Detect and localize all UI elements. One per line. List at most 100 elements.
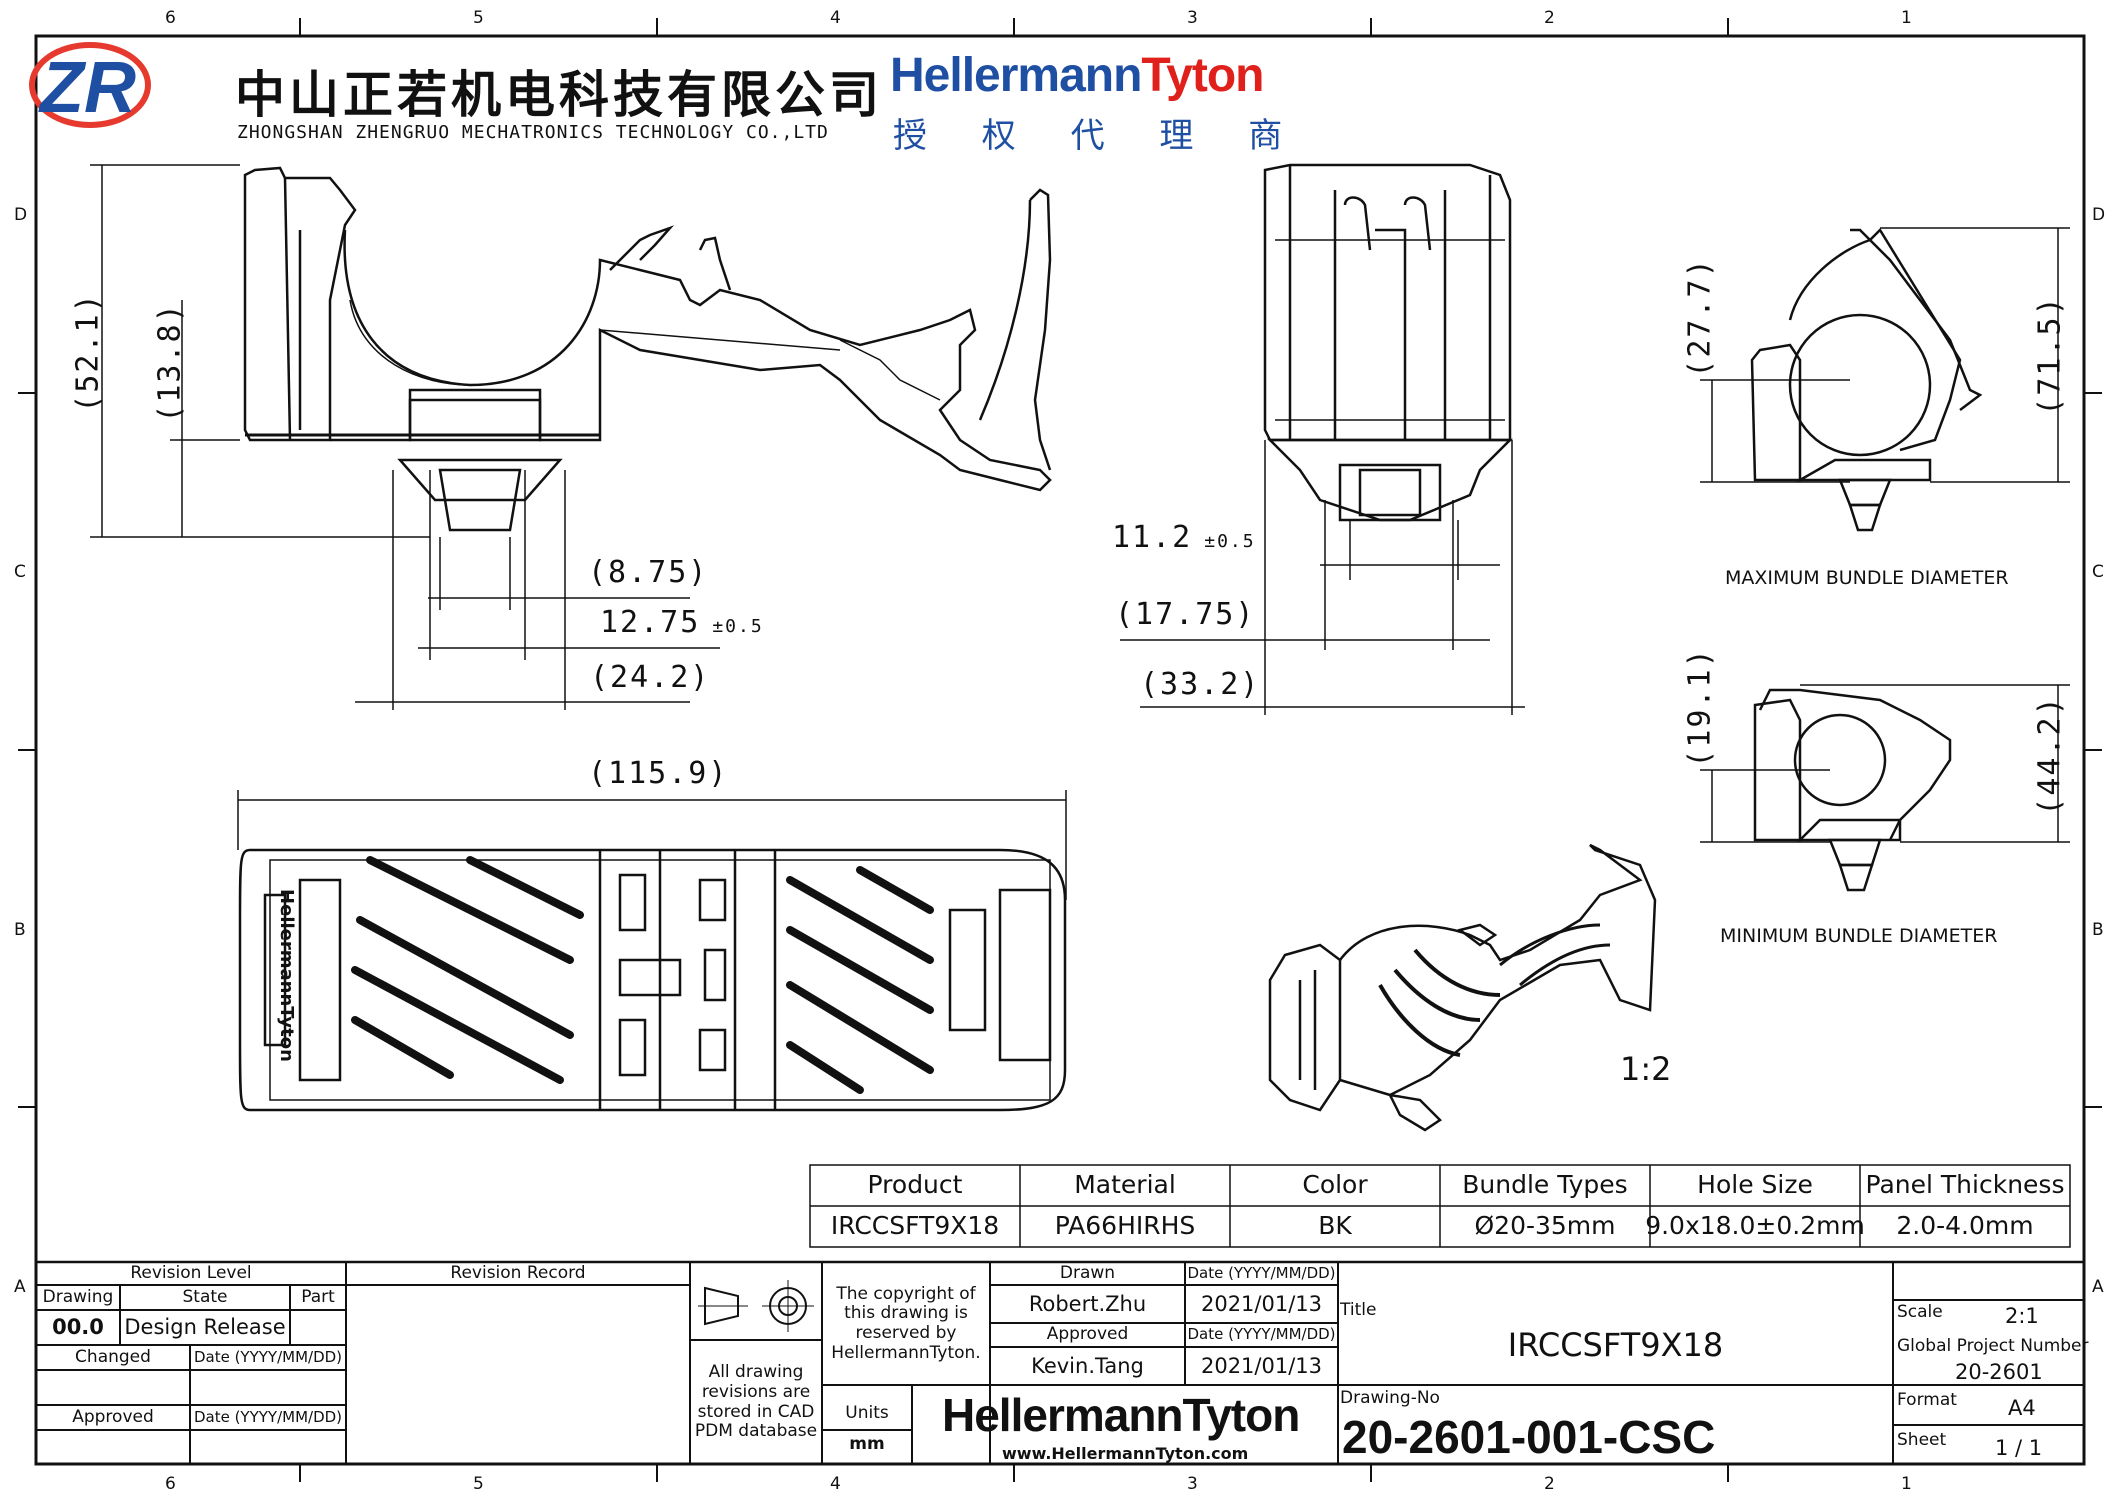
state-value: Design Release bbox=[124, 1315, 286, 1340]
side-view-dimensions bbox=[1120, 440, 1525, 715]
drawn-date-label: Date (YYYY/MM/DD) bbox=[1187, 1263, 1336, 1282]
dim-19-1: (19.1) bbox=[1682, 647, 1718, 768]
gpn-value: 20-2601 bbox=[1955, 1360, 2043, 1384]
spec-header-bundle-types: Bundle Types bbox=[1462, 1170, 1628, 1200]
spec-value-material: PA66HIRHS bbox=[1054, 1211, 1196, 1241]
drawing-revision-value: 00.0 bbox=[52, 1315, 104, 1340]
dim-12-75-tol: ±0.5 bbox=[712, 616, 764, 637]
dim-115-9: (115.9) bbox=[588, 756, 729, 791]
zone-col-3-bottom: 3 bbox=[1187, 1474, 1198, 1494]
format-value: A4 bbox=[2008, 1396, 2036, 1420]
max-bundle-view bbox=[1750, 227, 1983, 532]
zone-col-1-top: 1 bbox=[1901, 8, 1912, 28]
dim-12-75-value: 12.75 bbox=[600, 605, 701, 640]
dim-8-75: (8.75) bbox=[588, 555, 709, 590]
drawing-border bbox=[34, 34, 2086, 1466]
isometric-scale-label: 1:2 bbox=[1620, 1050, 1672, 1088]
approved-by: Kevin.Tang bbox=[1031, 1353, 1144, 1378]
approved-date-label: Date (YYYY/MM/DD) bbox=[1187, 1325, 1336, 1344]
spec-value-color: BK bbox=[1318, 1211, 1352, 1241]
units-label: Units bbox=[845, 1403, 889, 1424]
spec-header-panel-thickness: Panel Thickness bbox=[1865, 1170, 2065, 1200]
drawn-by: Robert.Zhu bbox=[1028, 1291, 1147, 1316]
zone-col-4-bottom: 4 bbox=[830, 1474, 841, 1494]
zr-logo: ZR bbox=[29, 42, 151, 128]
dim-71-5: (71.5) bbox=[2032, 295, 2068, 416]
scale-label: Scale bbox=[1897, 1302, 1943, 1322]
max-bundle-label: MAXIMUM BUNDLE DIAMETER bbox=[1725, 567, 2009, 589]
zone-col-6-top: 6 bbox=[165, 8, 176, 28]
drawing-no-label: Drawing-No bbox=[1340, 1388, 1440, 1408]
max-bundle-dimensions bbox=[1700, 227, 2070, 483]
zone-row-d-left: D bbox=[14, 205, 28, 225]
revision-record-label: Revision Record bbox=[450, 1262, 586, 1283]
changed-date-label: Date (YYYY/MM/DD) bbox=[193, 1347, 343, 1366]
zone-col-2-bottom: 2 bbox=[1544, 1474, 1555, 1494]
zone-row-c-right: C bbox=[2092, 562, 2104, 582]
drawn-date: 2021/01/13 bbox=[1200, 1291, 1323, 1316]
spec-value-panel-thickness: 2.0-4.0mm bbox=[1896, 1211, 2034, 1241]
zone-row-a-left: A bbox=[14, 1277, 26, 1297]
zone-row-a-right: A bbox=[2092, 1277, 2104, 1297]
drawing-label: Drawing bbox=[42, 1286, 114, 1307]
spec-table-grid bbox=[809, 1164, 2071, 1248]
top-view-dimensions bbox=[237, 790, 1067, 900]
tb-brand-hellermann: Hellermann bbox=[942, 1389, 1184, 1441]
website: www.HellermannTyton.com bbox=[1002, 1444, 1249, 1463]
revision-level-label: Revision Level bbox=[130, 1262, 252, 1283]
format-label: Format bbox=[1897, 1390, 1957, 1410]
sheet-value: 1 / 1 bbox=[1995, 1436, 2043, 1460]
drawing-number: 20-2601-001-CSC bbox=[1342, 1411, 1716, 1463]
dim-27-7: (27.7) bbox=[1682, 257, 1718, 378]
zone-row-d-right: D bbox=[2092, 205, 2106, 225]
spec-header-material: Material bbox=[1074, 1170, 1176, 1200]
top-view bbox=[238, 848, 1067, 1112]
authorized-agent-cn: 授 权 代 理 商 bbox=[893, 116, 1305, 156]
part-label: Part bbox=[301, 1286, 335, 1307]
spec-value-bundle-types: Ø20-35mm bbox=[1474, 1211, 1616, 1241]
spec-header-product: Product bbox=[867, 1170, 963, 1200]
tb-brand-logo: HellermannTyton bbox=[942, 1388, 1301, 1442]
zone-col-2-top: 2 bbox=[1544, 8, 1555, 28]
tb-brand-tyton: Tyton bbox=[1182, 1389, 1301, 1441]
zone-row-b-left: B bbox=[14, 920, 26, 940]
dim-12-75: 12.75 ±0.5 bbox=[600, 605, 764, 640]
front-view bbox=[243, 166, 1052, 532]
hellermanntyton-logo: HellermannTyton bbox=[890, 48, 1265, 103]
zone-col-5-top: 5 bbox=[473, 8, 484, 28]
front-view-dimensions bbox=[90, 164, 720, 710]
dim-24-2: (24.2) bbox=[590, 660, 711, 695]
approved-rev-label: Approved bbox=[72, 1406, 154, 1427]
brand-hellermann: Hellermann bbox=[890, 49, 1142, 102]
zone-ticks bbox=[18, 18, 2102, 1482]
approved-rev-date-label: Date (YYYY/MM/DD) bbox=[193, 1407, 343, 1426]
company-name-cn: 中山正若机电科技有限公司 bbox=[235, 66, 883, 124]
brand-tyton: Tyton bbox=[1141, 49, 1264, 102]
dim-44-2: (44.2) bbox=[2032, 695, 2068, 816]
dim-11-2: 11.2±0.5 bbox=[1112, 520, 1256, 555]
spec-header-hole-size: Hole Size bbox=[1697, 1170, 1813, 1200]
dim-13-8: (13.8) bbox=[152, 302, 188, 423]
zone-col-1-bottom: 1 bbox=[1901, 1474, 1912, 1494]
zone-col-3-top: 3 bbox=[1187, 8, 1198, 28]
zone-row-c-left: C bbox=[14, 562, 26, 582]
side-view bbox=[1263, 163, 1514, 522]
title-value: IRCCSFT9X18 bbox=[1507, 1325, 1724, 1364]
title-block-grid bbox=[36, 1260, 2084, 1464]
units-value: mm bbox=[849, 1434, 885, 1455]
changed-label: Changed bbox=[75, 1346, 151, 1367]
min-bundle-label: MINIMUM BUNDLE DIAMETER bbox=[1720, 925, 1998, 947]
zone-col-6-bottom: 6 bbox=[165, 1474, 176, 1494]
approved-date: 2021/01/13 bbox=[1200, 1353, 1323, 1378]
zr-logo-text: ZR bbox=[38, 48, 136, 128]
projection-symbol bbox=[698, 1280, 814, 1332]
state-label: State bbox=[182, 1286, 228, 1307]
min-bundle-dimensions bbox=[1700, 684, 2070, 843]
approved-label: Approved bbox=[1046, 1324, 1129, 1345]
title-label: Title bbox=[1340, 1300, 1377, 1320]
zone-col-4-top: 4 bbox=[830, 8, 841, 28]
dim-11-2-tol: ±0.5 bbox=[1204, 531, 1256, 552]
gpn-label: Global Project Number bbox=[1897, 1336, 2089, 1356]
spec-header-color: Color bbox=[1302, 1170, 1368, 1200]
